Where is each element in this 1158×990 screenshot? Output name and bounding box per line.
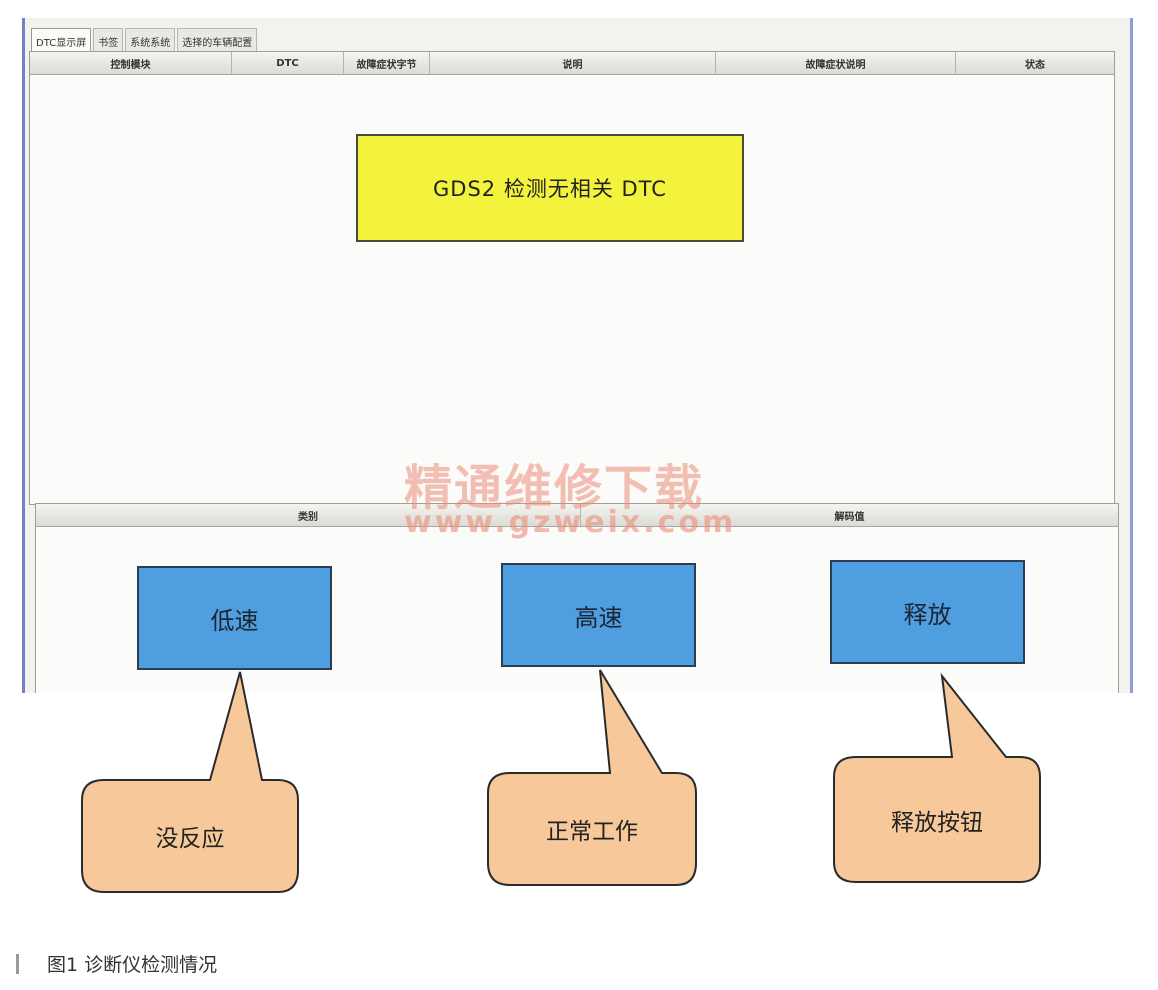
callout-bubble-high-speed — [487, 669, 697, 886]
column-dtc[interactable]: DTC — [232, 52, 344, 74]
low-speed-button[interactable]: 低速 — [137, 566, 332, 670]
watermark-url: www.gzweix.com — [404, 505, 737, 540]
tab-system[interactable]: 系统系统 — [125, 28, 176, 52]
caption-bar — [16, 953, 19, 974]
column-status[interactable]: 状态 — [1025, 59, 1045, 71]
callout-high-speed-text: 正常工作 — [546, 819, 638, 845]
callout-low-speed-text: 没反应 — [155, 826, 225, 852]
watermark-title: 精通维修下载 — [404, 460, 705, 516]
caption-text: 图1 诊断仪检测情况 — [47, 954, 218, 976]
dtc-table-header: 控制模块 DTC 故障症状字节 说明 故障症状说明 状态 — [30, 52, 1114, 75]
dtc-table: 控制模块 DTC 故障症状字节 说明 故障症状说明 状态 GDS2 检测无相关 … — [29, 51, 1115, 505]
tab-vehicle-config[interactable]: 选择的车辆配置 — [177, 28, 258, 52]
no-dtc-notice: GDS2 检测无相关 DTC — [356, 134, 744, 242]
tab-dtc-display[interactable]: DTC显示屏 — [31, 28, 92, 52]
column-category[interactable]: 类别 — [36, 504, 581, 526]
release-button[interactable]: 释放 — [830, 560, 1025, 664]
data-table-header: 类别 解码值 — [36, 504, 1118, 527]
column-decoded-value[interactable]: 解码值 — [834, 511, 865, 523]
tab-strip: DTC显示屏 书签 系统系统 选择的车辆配置 — [31, 28, 259, 52]
high-speed-button[interactable]: 高速 — [501, 563, 696, 667]
callout-bubble-release — [833, 672, 1041, 883]
tab-bookmarks[interactable]: 书签 — [93, 28, 124, 52]
column-symptom-byte[interactable]: 故障症状字节 — [344, 52, 430, 74]
column-symptom-description[interactable]: 故障症状说明 — [716, 52, 956, 74]
callout-bubble-low-speed — [81, 671, 299, 893]
column-control-module[interactable]: 控制模块 — [30, 52, 232, 74]
callout-release-text: 释放按钮 — [891, 809, 983, 836]
figure-caption: 图1 诊断仪检测情况 — [16, 950, 217, 977]
column-description[interactable]: 说明 — [430, 52, 716, 74]
